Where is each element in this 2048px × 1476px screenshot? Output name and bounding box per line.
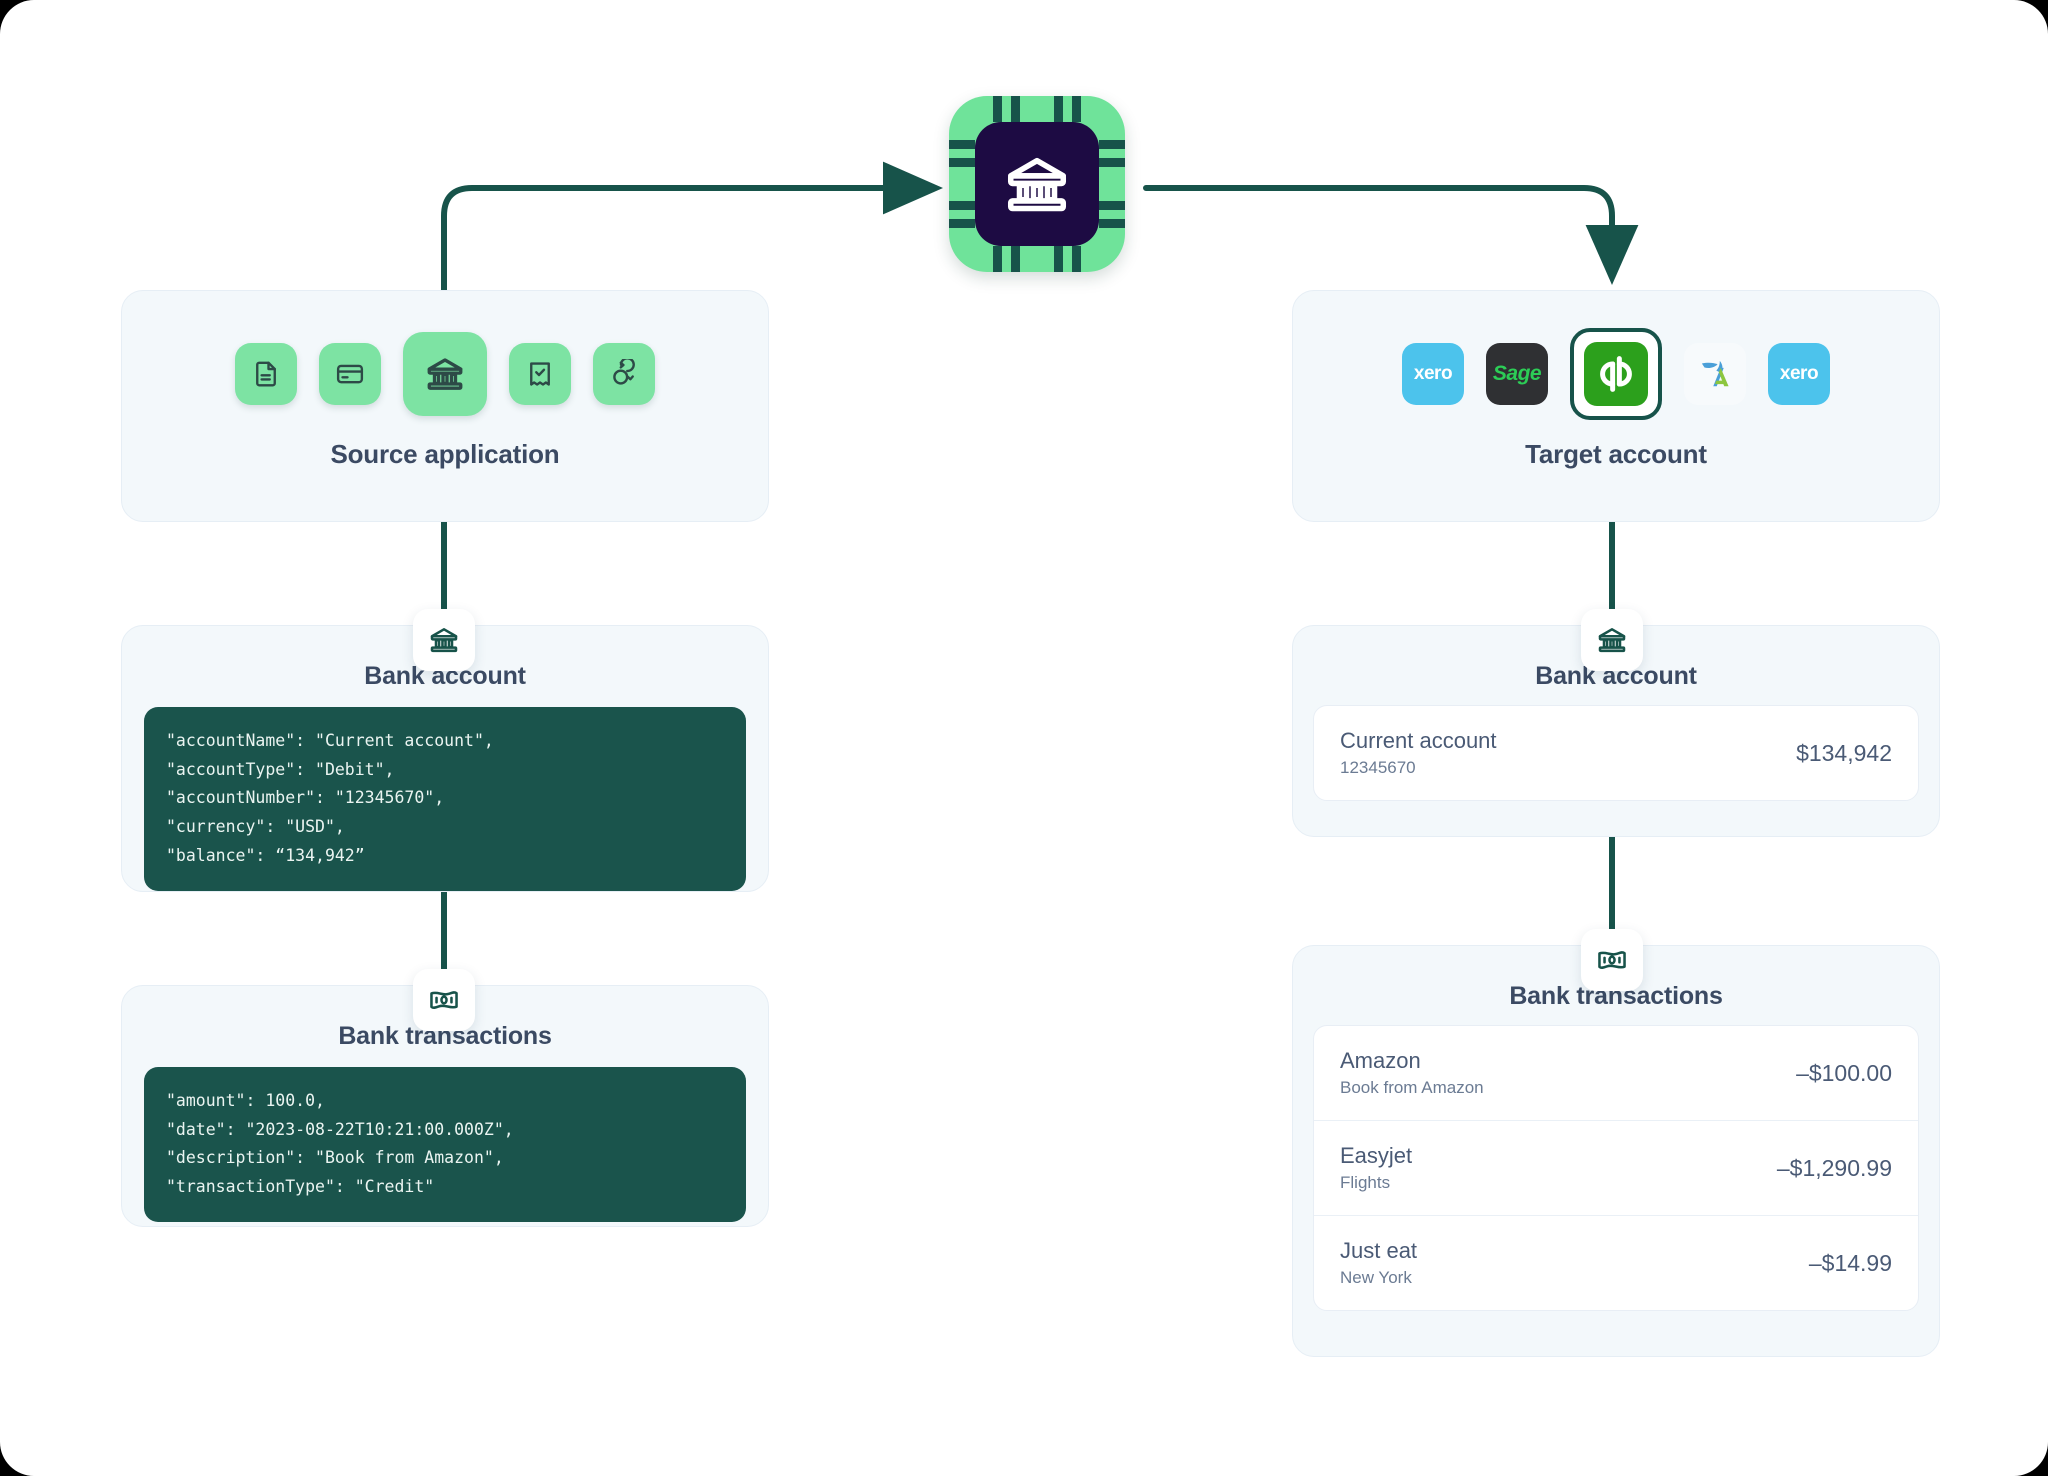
transaction-amount: –$14.99	[1808, 1249, 1892, 1276]
target-logo-row: xero Sage	[1293, 328, 1939, 420]
source-icon-row	[122, 331, 768, 417]
transaction-description: Book from Amazon	[1340, 1078, 1484, 1097]
transaction-description: New York	[1340, 1268, 1412, 1287]
bank-icon-badge-target	[1581, 609, 1643, 671]
target-bank-account-card: Bank account Current account 12345670 $1…	[1292, 625, 1940, 837]
source-panel-title: Source application	[330, 439, 560, 469]
freeagent-glyph	[1701, 360, 1729, 387]
bank-icon-badge-source	[413, 609, 475, 671]
target-bank-transactions-card: Bank transactions Amazon Book from Amazo…	[1292, 945, 1940, 1357]
chip-core	[975, 122, 1099, 246]
xero-logo-text: xero	[1413, 363, 1453, 384]
bank-icon[interactable]	[403, 332, 487, 416]
xero-logo[interactable]: xero	[1402, 343, 1464, 405]
document-icon[interactable]	[235, 343, 297, 405]
account-balance: $134,942	[1796, 739, 1892, 766]
table-row[interactable]: Amazon Book from Amazon –$100.00	[1314, 1026, 1918, 1120]
transaction-name: Just eat	[1340, 1238, 1418, 1263]
transaction-description: Flights	[1340, 1173, 1391, 1192]
transaction-name: Amazon	[1340, 1048, 1421, 1073]
xero-logo-2-text: xero	[1779, 363, 1819, 384]
freeagent-logo[interactable]	[1684, 343, 1746, 405]
account-name: Current account	[1340, 728, 1497, 753]
bank-chip-icon	[949, 96, 1125, 272]
quickbooks-logo[interactable]	[1570, 328, 1662, 420]
credit-card-icon[interactable]	[319, 343, 381, 405]
table-row[interactable]: Easyjet Flights –$1,290.99	[1314, 1120, 1918, 1215]
banknote-icon-badge-target	[1581, 929, 1643, 991]
source-application-panel: Source application	[121, 290, 769, 522]
target-account-list: Current account 12345670 $134,942	[1313, 705, 1919, 801]
source-bank-account-card: Bank account "accountName": "Current acc…	[121, 625, 769, 892]
quickbooks-logo-inner	[1584, 342, 1648, 406]
source-bank-account-code: "accountName": "Current account", "accou…	[144, 707, 746, 891]
table-row[interactable]: Just eat New York –$14.99	[1314, 1215, 1918, 1310]
xero-logo-2[interactable]: xero	[1768, 343, 1830, 405]
transaction-amount: –$1,290.99	[1776, 1154, 1892, 1181]
target-panel-title: Target account	[1525, 439, 1707, 469]
sync-refresh-icon[interactable]	[593, 343, 655, 405]
source-bank-transactions-code: "amount": 100.0, "date": "2023-08-22T10:…	[144, 1067, 746, 1222]
transaction-amount: –$100.00	[1796, 1059, 1892, 1086]
target-transaction-list: Amazon Book from Amazon –$100.00 Easyjet…	[1313, 1025, 1919, 1311]
sage-logo-text: Sage	[1492, 362, 1542, 385]
list-item[interactable]: Current account 12345670 $134,942	[1314, 706, 1918, 800]
transaction-name: Easyjet	[1340, 1143, 1413, 1168]
banknote-icon-badge-source	[413, 969, 475, 1031]
account-number: 12345670	[1340, 758, 1416, 777]
receipt-check-icon[interactable]	[509, 343, 571, 405]
sage-logo[interactable]: Sage	[1486, 343, 1548, 405]
target-account-panel: xero Sage	[1292, 290, 1940, 522]
